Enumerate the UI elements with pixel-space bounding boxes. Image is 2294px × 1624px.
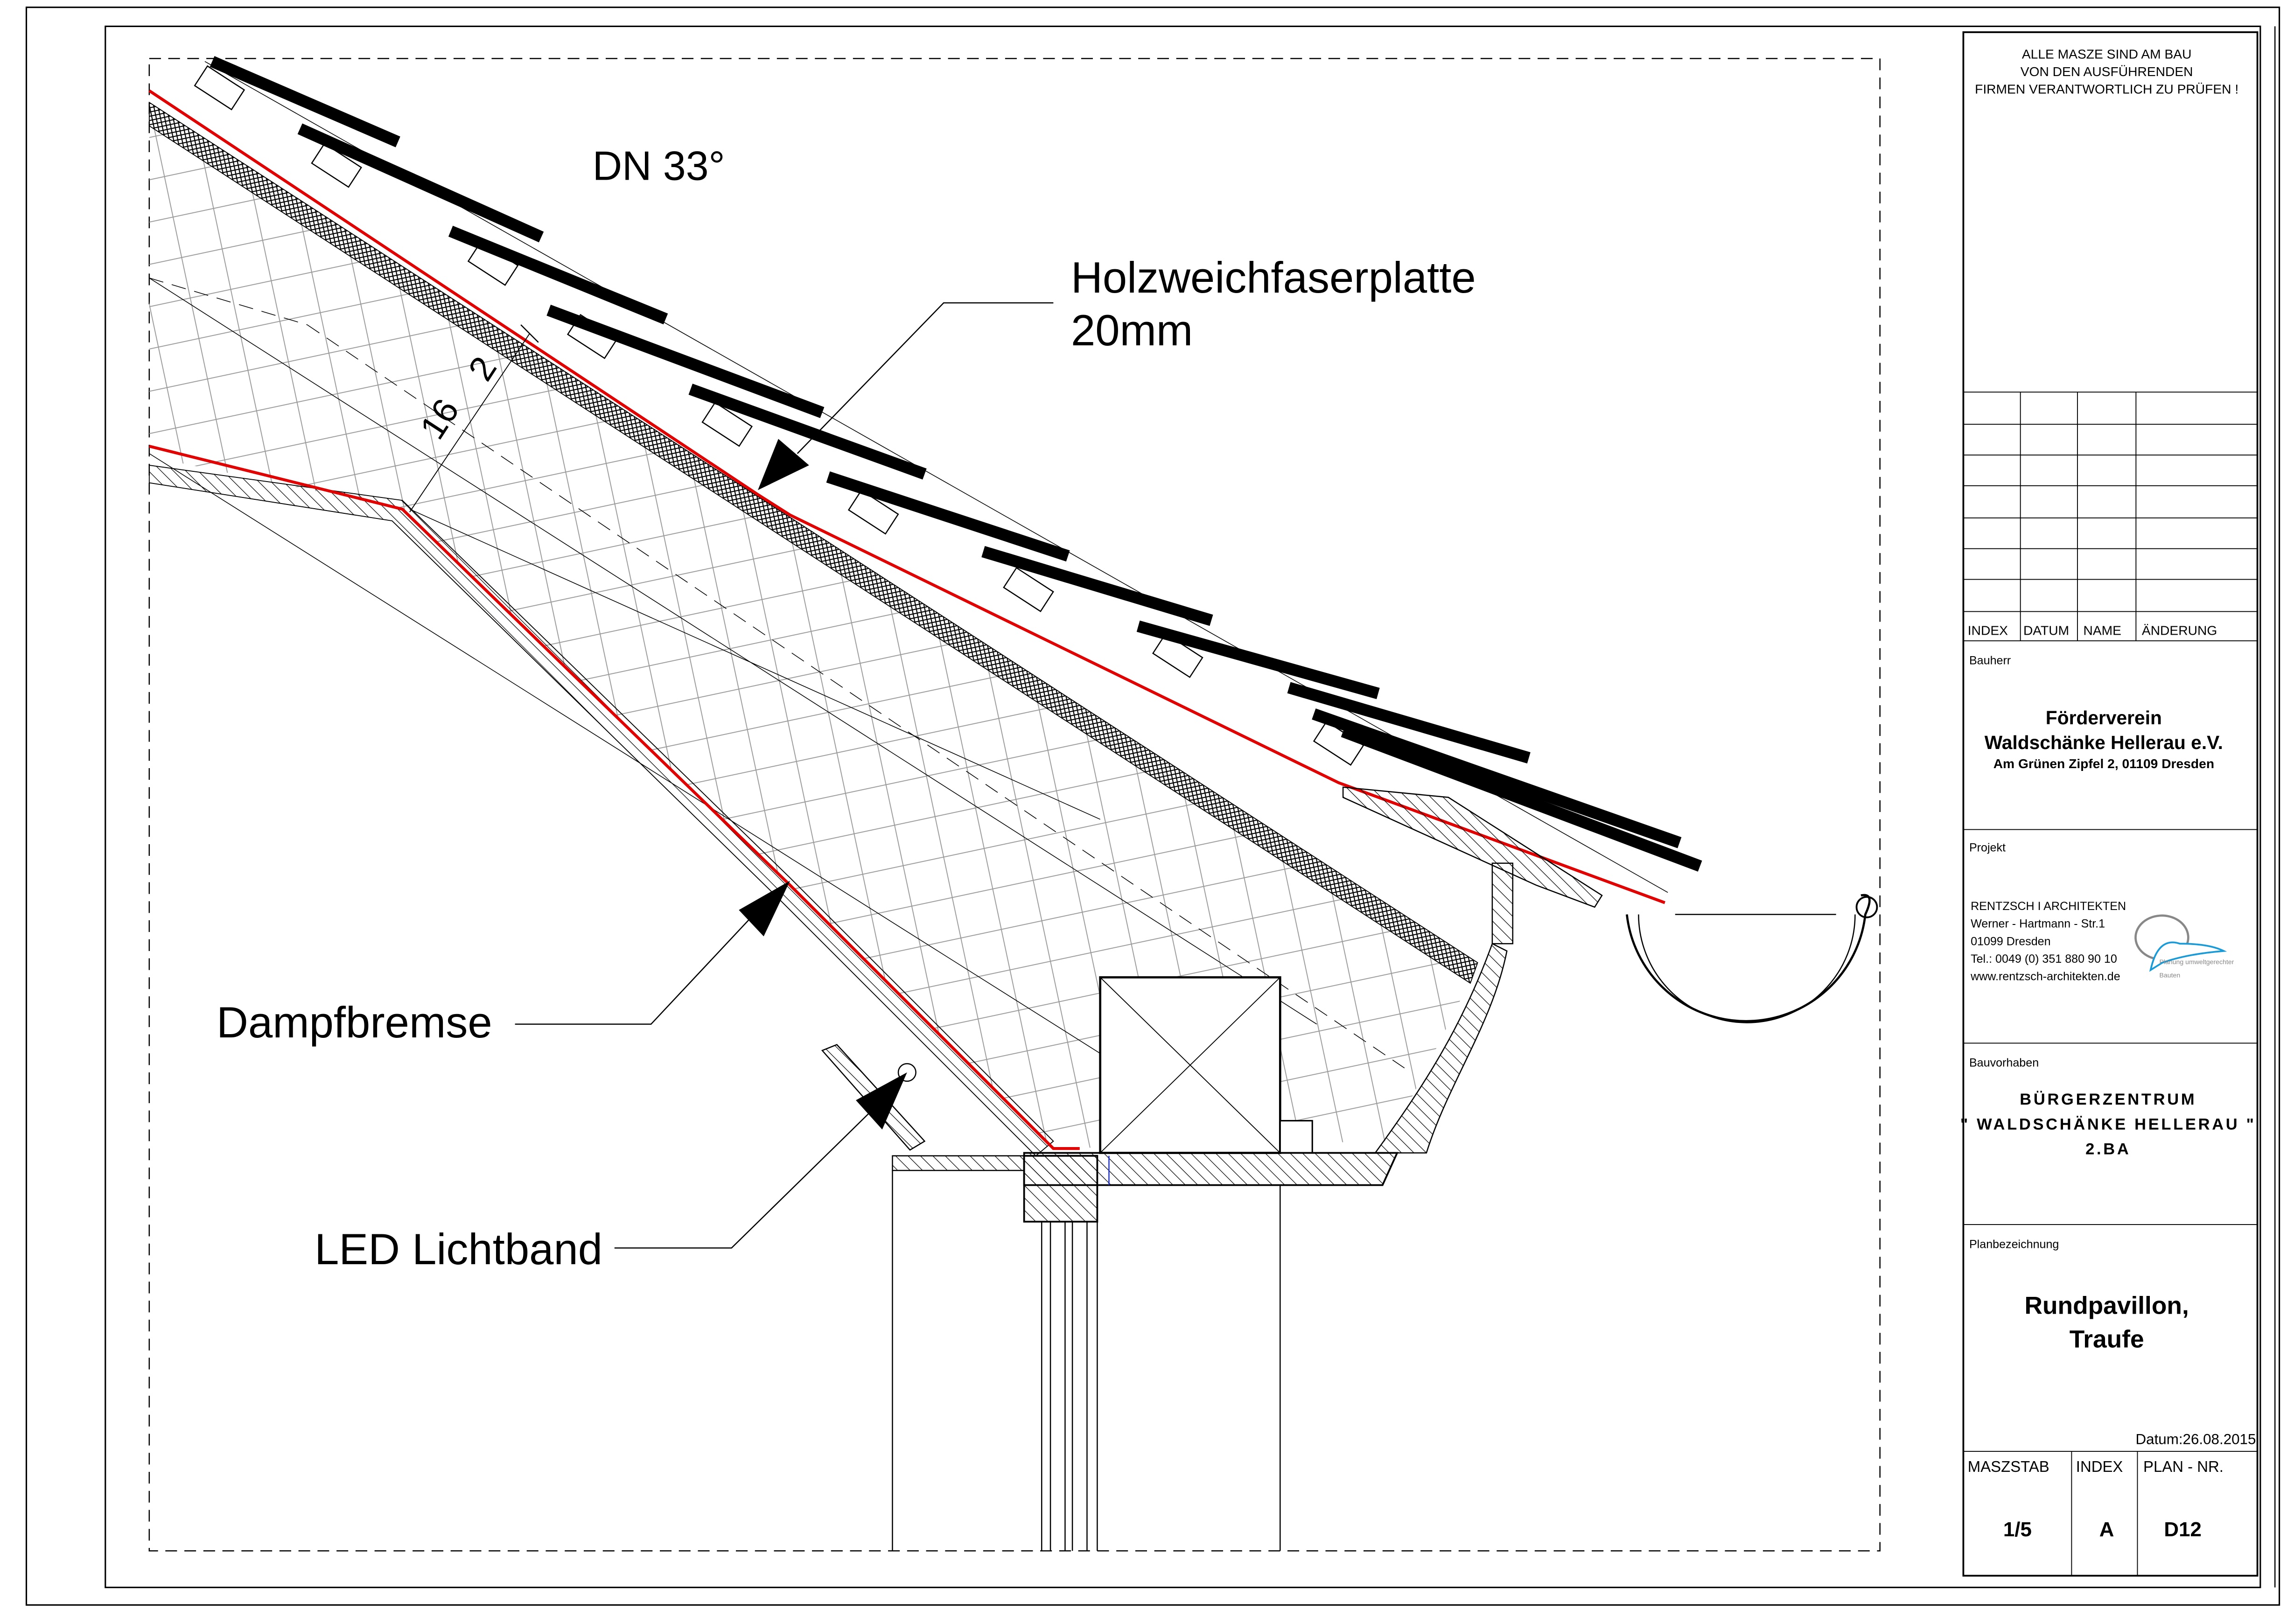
architect-logo: Planung umweltgerechter Bauten (2134, 914, 2234, 979)
plan-date: Datum:26.08.2015 (2136, 1431, 2256, 1447)
board-label: Holzweichfaserplatte (1071, 253, 1476, 302)
rev-header-index: INDEX (1968, 623, 2008, 638)
beam-block (1279, 1120, 1313, 1154)
window-head (1023, 1155, 1098, 1223)
battens (194, 65, 1364, 766)
arrow-icon (758, 439, 809, 490)
projekt-label: Projekt (1969, 841, 2006, 854)
plannr-value: D12 (2164, 1518, 2202, 1541)
beam-cross (1100, 977, 1280, 1154)
architect-line: RENTZSCH I ARCHITEKTEN (1971, 900, 2126, 913)
led-label: LED Lichtband (315, 1225, 602, 1274)
bauvorhaben-label: Bauvorhaben (1969, 1057, 2039, 1070)
gutter-bead (1855, 896, 1878, 918)
architect-line: www.rentzsch-architekten.de (1970, 970, 2120, 983)
eave-board (1342, 786, 1603, 908)
bauherr-name: Waldschänke Hellerau e.V. (1985, 732, 2223, 753)
index-label: INDEX (2076, 1458, 2123, 1475)
plan-title: Rundpavillon, (2025, 1292, 2189, 1319)
project-phase: 2.BA (2085, 1141, 2131, 1158)
rev-header-aenderung: ÄNDERUNG (2142, 623, 2217, 638)
notice-line: FIRMEN VERANTWORTLICH ZU PRÜFEN ! (1975, 82, 2238, 97)
gutter-inner (1638, 914, 1856, 1023)
dimension-tick (520, 324, 539, 343)
drawing-area-border (148, 58, 1881, 1552)
maszstab-label: MASZSTAB (1968, 1458, 2049, 1475)
wood-fibre-board (148, 101, 1478, 984)
plannr-label: PLAN - NR. (2143, 1458, 2224, 1475)
gutter (1625, 894, 1871, 1022)
index-value: A (2099, 1518, 2114, 1541)
rev-header-name: NAME (2083, 623, 2121, 638)
vapour-barrier-label: Dampfbremse (217, 998, 492, 1047)
fascia (1491, 862, 1514, 945)
insulation (149, 117, 1470, 1149)
notice-line: ALLE MASZE SIND AM BAU (2022, 46, 2192, 61)
leader-line (614, 1104, 879, 1249)
logo-text: Bauten (2160, 971, 2181, 979)
title-block-text: ALLE MASZE SIND AM BAU VON DEN AUSFÜHREN… (1960, 46, 2256, 1540)
inner-frame (105, 25, 2261, 1589)
outer-frame (25, 7, 2280, 1606)
roof-tiles (210, 56, 1702, 872)
leader-line (515, 906, 762, 1025)
bauherr-name: Förderverein (2046, 707, 2162, 728)
roof-pitch-label: DN 33° (593, 143, 725, 189)
bauherr-label: Bauherr (1969, 654, 2011, 667)
architect-line: 01099 Dresden (1971, 935, 2051, 948)
logo-text: Planung umweltgerechter (2160, 958, 2234, 966)
dimension-line (409, 333, 530, 512)
title-block (1962, 31, 2259, 1577)
architect-line: Werner - Hartmann - Str.1 (1971, 917, 2105, 931)
architect-line: Tel.: 0049 (0) 351 880 90 10 (1971, 952, 2117, 966)
notice-line: VON DEN AUSFÜHRENDEN (2021, 64, 2193, 79)
arrow-icon (856, 1072, 907, 1130)
project-name: " WALDSCHÄNKE HELLERAU " (1960, 1115, 2256, 1133)
maszstab-value: 1/5 (2003, 1518, 2032, 1541)
rev-header-datum: DATUM (2023, 623, 2069, 638)
window-frame (892, 1170, 1281, 1551)
eave-section-drawing: 16 2 DN 33° Holzweichfaserplatte 20mm Da… (148, 56, 1878, 1551)
board-thickness-label: 20mm (1071, 306, 1193, 355)
arrow-icon (739, 881, 790, 937)
wall-cap (892, 1155, 1025, 1171)
planbez-label: Planbezeichnung (1969, 1238, 2059, 1251)
bauherr-address: Am Grünen Zipfel 2, 01109 Dresden (1993, 756, 2214, 771)
vapour-barrier (149, 445, 1080, 1150)
cornice-profile (1374, 943, 1508, 1154)
plan-title: Traufe (2070, 1325, 2144, 1353)
leader-line (797, 302, 1054, 454)
project-name: BÜRGERZENTRUM (2020, 1090, 2196, 1108)
